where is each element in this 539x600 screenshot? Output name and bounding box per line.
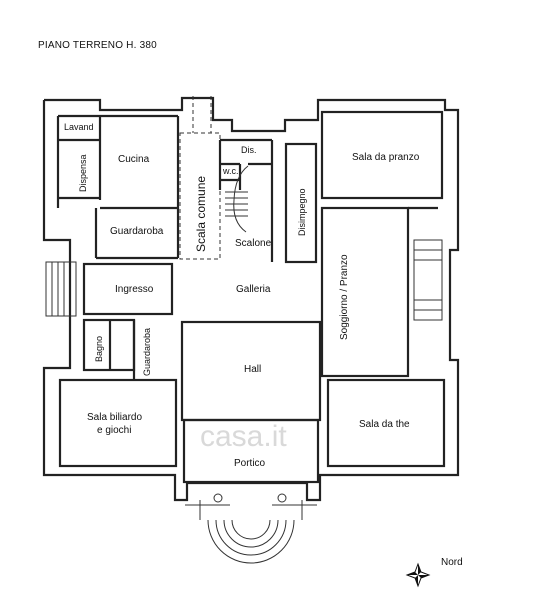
watermark: casa.it <box>200 420 287 453</box>
outer-walls <box>42 96 460 502</box>
room-label-sala-pranzo: Sala da pranzo <box>352 152 420 163</box>
room-label-galleria: Galleria <box>236 284 271 295</box>
room-label-bagno: Bagno <box>94 336 104 362</box>
compass-icon <box>405 562 431 588</box>
room-label-wc: w.c. <box>222 166 239 176</box>
room-label-hall: Hall <box>244 364 261 375</box>
room-label-sala-biliardo-2: e giochi <box>97 425 131 436</box>
room-label-dis: Dis. <box>241 145 257 155</box>
room-label-cucina: Cucina <box>118 154 150 165</box>
room-label-disimpegno: Disimpegno <box>297 188 307 236</box>
room-label-scala-comune: Scala comune <box>194 176 208 252</box>
room-label-soggiorno: Soggiorno / Pranzo <box>339 254 350 340</box>
room-label-guardaroba: Guardaroba <box>110 226 164 237</box>
room-label-scalone: Scalone <box>235 238 272 249</box>
north-label: Nord <box>441 557 463 568</box>
room-label-lavand: Lavand <box>64 122 94 132</box>
interior-walls <box>45 96 446 484</box>
room-label-ingresso: Ingresso <box>115 284 154 295</box>
room-label-sala-the: Sala da the <box>359 419 410 430</box>
room-label-guardaroba-small: Guardaroba <box>142 328 152 376</box>
room-label-dispensa: Dispensa <box>78 154 88 192</box>
plan-title: PIANO TERRENO H. 380 <box>38 40 157 51</box>
room-label-portico: Portico <box>234 458 266 469</box>
entrance-steps <box>185 493 317 564</box>
room-label-sala-biliardo-1: Sala biliardo <box>87 412 142 423</box>
